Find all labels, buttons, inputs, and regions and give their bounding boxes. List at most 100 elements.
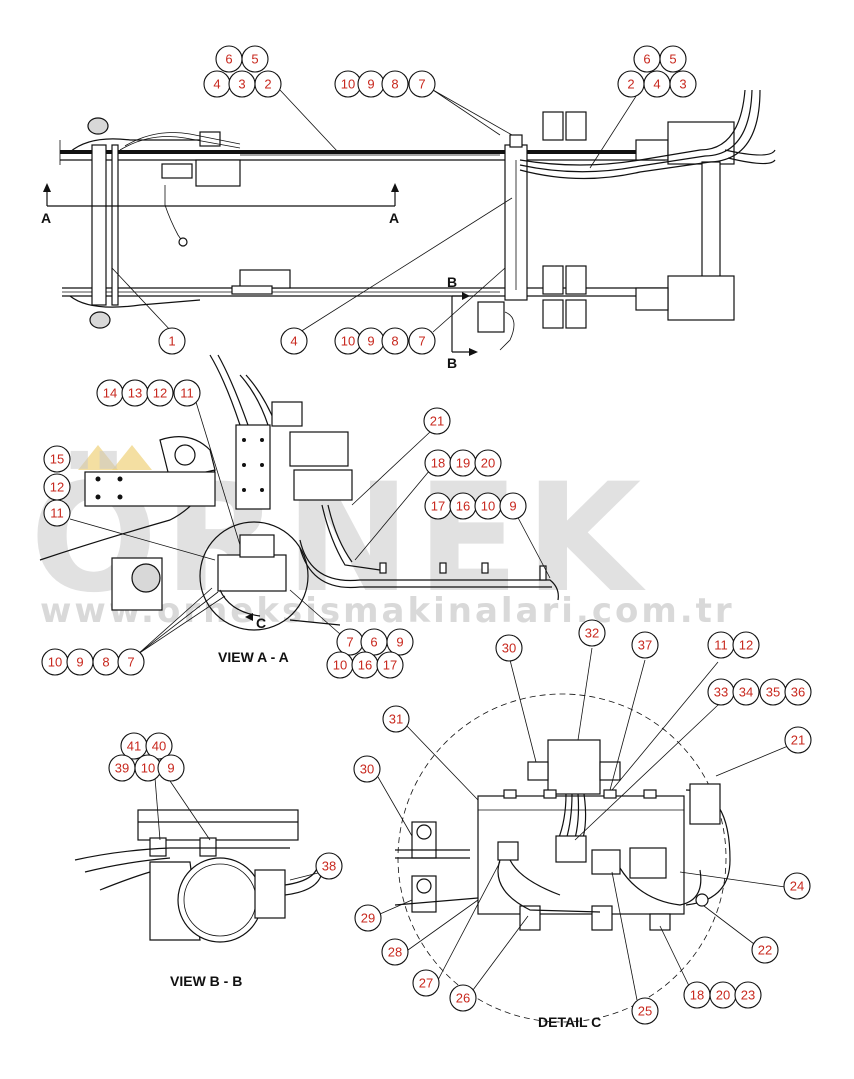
callout-balloon: 39 [108,754,136,782]
callout-number: 7 [346,635,353,650]
callout-number: 13 [128,386,142,401]
callout-balloon: 35 [759,678,787,706]
callout-balloon: 9 [386,628,414,656]
callout-number: 20 [481,456,495,471]
callout-circle [408,70,436,98]
callout-balloon: 5 [659,45,687,73]
section-b-label-bottom: B [447,355,457,371]
callout-balloon: 33 [707,678,735,706]
callout-balloon: 20 [474,449,502,477]
callout-balloon: 20 [709,981,737,1009]
callout-balloon: 9 [357,327,385,355]
callout-balloon: 30 [495,634,523,662]
callout-balloon: 2 [254,70,282,98]
callout-balloon: 38 [315,852,343,880]
callout-number: 8 [102,655,109,670]
callout-circle [474,449,502,477]
callout-circle [784,678,812,706]
callout-balloon: 11 [173,379,201,407]
callout-circle [734,981,762,1009]
callout-circle [669,70,697,98]
callout-balloon: 8 [381,327,409,355]
callout-number: 11 [714,638,728,653]
callout-balloon: 10 [326,651,354,679]
callout-balloon: 4 [280,327,308,355]
callout-number: 34 [739,685,753,700]
callout-balloon: 11 [707,631,735,659]
callout-number: 9 [367,334,374,349]
callout-number: 27 [419,976,433,991]
callout-balloon: 7 [336,628,364,656]
callout-balloon: 16 [449,492,477,520]
callout-number: 8 [391,77,398,92]
callout-number: 17 [383,658,397,673]
callout-circle [783,872,811,900]
callout-number: 15 [50,452,64,467]
callout-number: 30 [502,641,516,656]
callout-balloon: 12 [43,473,71,501]
callout-balloon: 18 [424,449,452,477]
top-view-frame: A A B B [41,89,776,371]
callout-number: 10 [48,655,62,670]
callout-balloon: 8 [381,70,409,98]
callout-balloon: 29 [354,904,382,932]
callout-circle [578,619,606,647]
callout-balloon: 18 [683,981,711,1009]
callout-circle [241,45,269,73]
callout-circle [412,969,440,997]
callout-number: 12 [739,638,753,653]
callout-balloon: 10 [41,648,69,676]
callout-balloon: 34 [732,678,760,706]
callout-number: 39 [115,761,129,776]
detail-c-drawing: DETAIL C [394,693,731,1030]
callout-number: 4 [213,77,220,92]
callout-number: 10 [341,77,355,92]
callout-balloon: 26 [449,984,477,1012]
callout-number: 35 [766,685,780,700]
callout-number: 26 [456,991,470,1006]
callout-balloon: 16 [351,651,379,679]
callout-number: 4 [290,334,297,349]
callout-circle [376,651,404,679]
callout-balloon: 21 [784,726,812,754]
callout-balloon: 6 [215,45,243,73]
callout-number: 8 [391,334,398,349]
callout-number: 16 [456,499,470,514]
callout-circle [631,631,659,659]
callout-number: 40 [152,739,166,754]
callout-circle [280,327,308,355]
callout-number: 29 [361,911,375,926]
callout-balloon: 32 [578,619,606,647]
callout-circle [408,327,436,355]
section-a-label-right: A [389,210,399,226]
callout-number: 1 [168,334,175,349]
callout-balloon: 27 [412,969,440,997]
callout-number: 25 [638,1004,652,1019]
callout-number: 20 [716,988,730,1003]
callout-balloon: 9 [499,492,527,520]
callout-number: 6 [225,52,232,67]
callout-number: 10 [341,334,355,349]
callout-circle [382,705,410,733]
callout-balloon: 24 [783,872,811,900]
callout-balloon: 12 [732,631,760,659]
callout-circle [449,984,477,1012]
callout-number: 37 [638,638,652,653]
callout-balloon: 12 [146,379,174,407]
view-bb-drawing: VIEW B - B [74,809,323,989]
section-b-label-top: B [447,274,457,290]
callout-number: 7 [418,77,425,92]
detail-c-marker: C [256,615,266,631]
callout-circle [499,492,527,520]
callout-number: 2 [264,77,271,92]
callout-circle [732,631,760,659]
callout-balloon: 31 [382,705,410,733]
callout-circle [117,648,145,676]
callout-balloon: 7 [117,648,145,676]
callout-number: 10 [481,499,495,514]
callout-balloon: 7 [408,70,436,98]
callout-circle [173,379,201,407]
leader-lines [69,89,789,1001]
callout-number: 22 [758,943,772,958]
